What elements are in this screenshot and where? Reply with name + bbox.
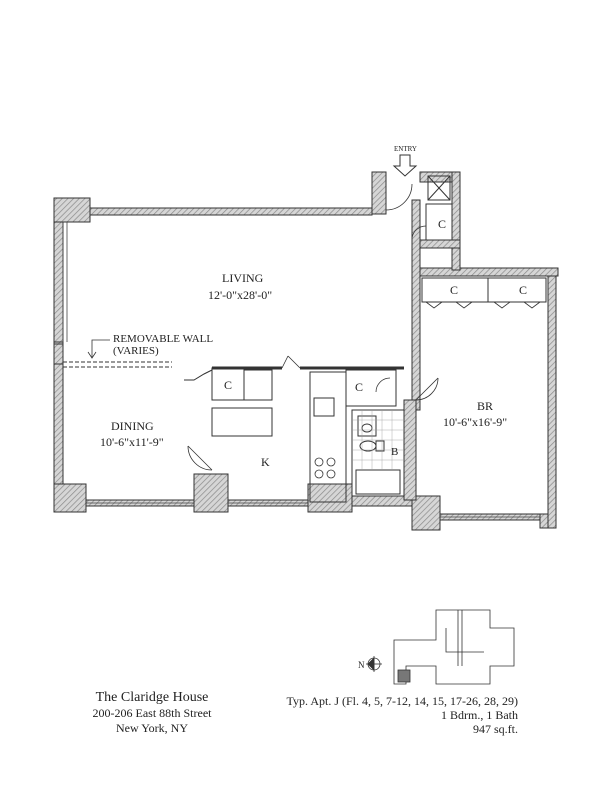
removable-wall-label-2: (VARIES) (113, 345, 159, 357)
closet-label: C (450, 283, 458, 297)
interior-walls (63, 175, 547, 503)
building-name: The Claridge House (95, 690, 209, 705)
entry-arrow (392, 154, 418, 177)
windows (62, 222, 540, 518)
room-dining-name: DINING (111, 419, 154, 433)
stove-burners (314, 457, 336, 479)
room-kitchen-name: K (261, 455, 270, 469)
removable-wall-label-1: REMOVABLE WALL (113, 333, 213, 345)
closet-label: C (519, 283, 527, 297)
removable-wall-arrow (87, 339, 110, 359)
closet-label: C (355, 380, 363, 394)
building-city: New York, NY (115, 721, 188, 735)
door-swings (187, 183, 541, 471)
room-bath-name: B (391, 446, 398, 458)
closet-label: C (224, 378, 232, 392)
building-info: The Claridge House 200-206 East 88th Str… (88, 690, 216, 736)
bath-tile-grid (352, 410, 404, 470)
room-bedroom-name: BR (477, 399, 493, 413)
building-address: 200-206 East 88th Street (92, 706, 212, 720)
room-living-size: 12'-0"x28'-0" (208, 288, 272, 302)
apartment-rooms: 1 Bdrm., 1 Bath (441, 708, 518, 722)
key-plan (393, 609, 515, 685)
apartment-info: Typ. Apt. J (Fl. 4, 5, 7-12, 14, 15, 17-… (258, 694, 519, 736)
compass-label: N (358, 660, 365, 670)
room-living-name: LIVING (222, 271, 264, 285)
room-dining-size: 10'-6"x11'-9" (100, 435, 164, 449)
apartment-size: 947 sq.ft. (473, 722, 518, 736)
apartment-type: Typ. Apt. J (Fl. 4, 5, 7-12, 14, 15, 17-… (286, 694, 519, 708)
entry-label: ENTRY (394, 145, 417, 153)
room-bedroom-size: 10'-6"x16'-9" (443, 415, 507, 429)
closet-label: C (438, 217, 446, 231)
north-arrow-icon (366, 656, 382, 672)
